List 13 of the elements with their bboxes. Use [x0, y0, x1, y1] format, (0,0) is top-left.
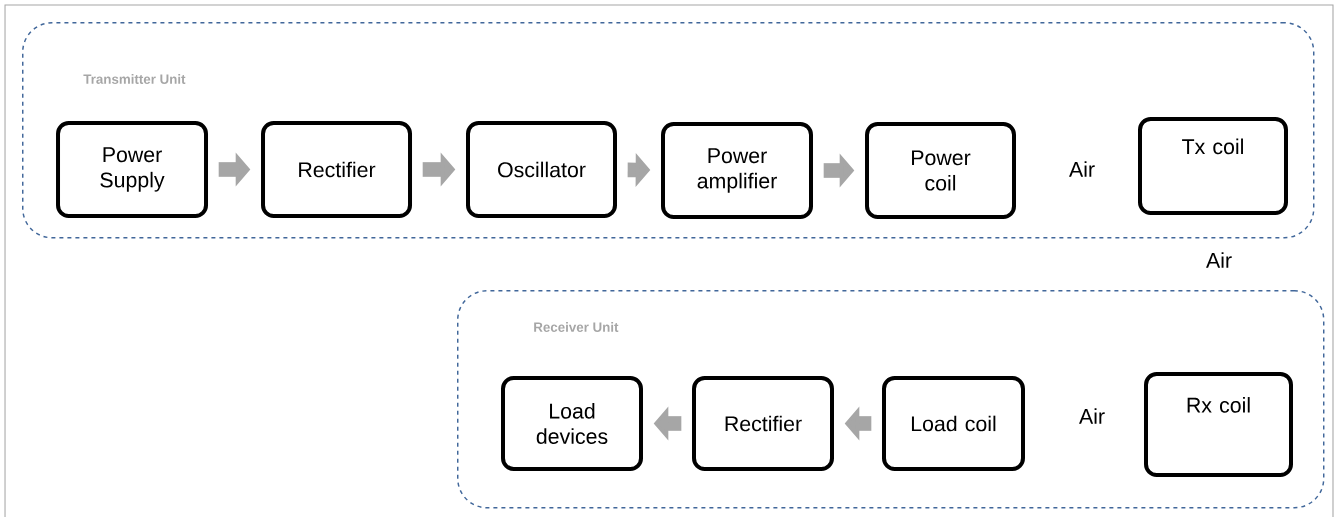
block-box: Power Supply — [56, 121, 208, 218]
block-box: Load devices — [501, 376, 643, 471]
block-box: Load coil — [882, 376, 1025, 471]
block-box: Power amplifier — [661, 122, 813, 219]
medium-label: Air — [1069, 161, 1095, 177]
block-box: Rectifier — [261, 121, 412, 218]
block-box: Tx coil — [1138, 117, 1288, 215]
block-box: Rectifier — [692, 376, 834, 471]
medium-label: Air — [1206, 252, 1232, 268]
medium-label: Air — [1079, 408, 1105, 424]
block-box: Oscillator — [466, 121, 617, 218]
block-box: Rx coil — [1144, 372, 1293, 477]
block-box: Power coil — [865, 122, 1016, 219]
